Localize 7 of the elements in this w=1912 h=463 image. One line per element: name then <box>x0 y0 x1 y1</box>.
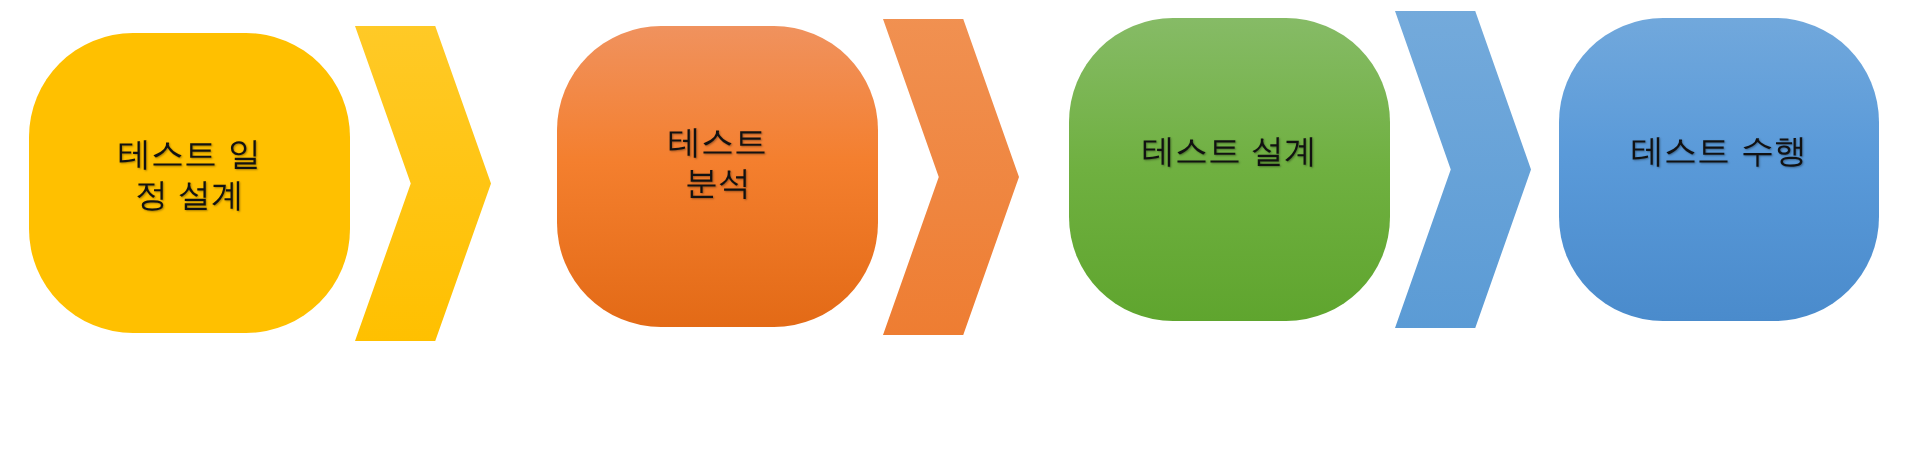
chevron-arrow <box>355 26 491 341</box>
chevron-arrow <box>883 19 1019 335</box>
box-label: 테스트 설계 <box>1140 130 1319 172</box>
box-label: 테스트 수행 <box>1630 130 1808 172</box>
box-label: 테스트 일정 설계 <box>117 133 262 216</box>
box-label: 테스트 분석 <box>667 121 768 204</box>
chevron-arrow <box>1395 11 1531 328</box>
